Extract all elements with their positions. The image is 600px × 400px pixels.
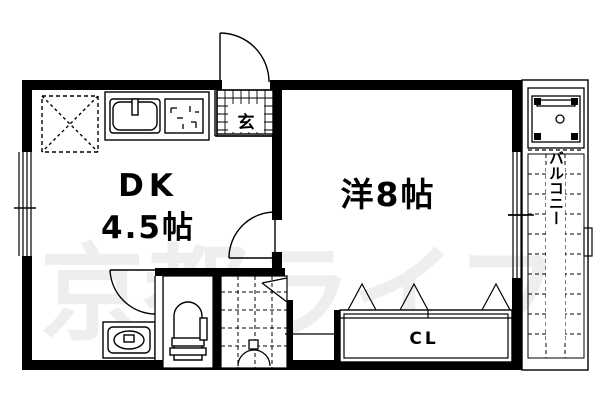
- washroom-door-swing: [237, 339, 271, 367]
- western-room-label: 洋8帖: [341, 175, 436, 214]
- entrance-label-plate: [228, 104, 264, 132]
- stove-burners: [170, 106, 199, 129]
- gas-stove: [164, 98, 204, 134]
- washer-drain-hole: [555, 114, 565, 124]
- washer-corner-tl: [534, 98, 541, 105]
- loft-diag-1: [41, 95, 99, 153]
- bath-door-swing: [109, 269, 156, 315]
- washer-corner-bl: [534, 133, 541, 140]
- dk-size-label: 4.5帖: [101, 210, 195, 246]
- wall-top-right: [270, 80, 522, 90]
- storage-loft-dashed-box: [41, 95, 99, 153]
- wall-closet-left: [334, 310, 342, 362]
- toilet-seat-1: [171, 337, 205, 347]
- sink-faucet: [131, 98, 139, 116]
- washroom-tiled-area: [220, 275, 288, 369]
- wall-left-upper: [22, 80, 32, 152]
- dk-label: DK: [118, 168, 178, 204]
- toilet-tank: [169, 347, 207, 356]
- balcony-tiles: バルコニー: [508, 151, 593, 359]
- toilet-paper-holder: [199, 317, 208, 341]
- closet-label: CL: [409, 329, 438, 349]
- balcony-label: バルコニー: [547, 151, 565, 226]
- hall-door-arc: [228, 211, 276, 259]
- kitchen-sink: [109, 98, 161, 134]
- entrance-door-arc: [219, 32, 270, 83]
- balcony-rail-detail: [583, 227, 593, 257]
- entrance-door-swing: [219, 32, 270, 83]
- wall-right-upper: [512, 80, 522, 152]
- wall-top-left: [22, 80, 222, 90]
- toilet: [162, 275, 214, 369]
- closet-inner: [343, 313, 509, 359]
- building-outline: [521, 79, 589, 371]
- washroom-folding-door: [261, 277, 288, 303]
- bathtub: [102, 321, 156, 359]
- left-wall-window: [14, 152, 36, 256]
- hall-wall-fill: [155, 276, 163, 360]
- entrance-label: 玄: [238, 112, 255, 133]
- kitchen-counter: [104, 91, 210, 141]
- closet-cl: CL: [339, 282, 513, 363]
- washer-corner-br: [571, 133, 578, 140]
- bath-door-arc: [109, 269, 156, 315]
- wall-left-lower: [22, 256, 32, 370]
- room-labels: DK 4.5帖 洋8帖: [101, 168, 436, 246]
- washing-machine-space: [527, 87, 585, 151]
- dk-to-hall-door-swing: [228, 211, 276, 259]
- wall-toilet-right: [213, 268, 221, 368]
- washer-corner-tr: [571, 98, 578, 105]
- loft-diag-2: [41, 95, 99, 153]
- washer-area: [527, 87, 585, 149]
- balcony-label-plate: [546, 168, 565, 343]
- bathtub-drain: [123, 334, 135, 343]
- washer-lid: [536, 99, 576, 107]
- balcony-outline: [521, 79, 589, 371]
- wall-dk-room-upper: [272, 80, 282, 220]
- entrance-area: 玄: [214, 32, 278, 137]
- washroom-outline: [220, 275, 288, 369]
- hall-details: [154, 276, 340, 360]
- stove-outline: [164, 98, 204, 134]
- closet-door-triangles: [347, 282, 511, 311]
- wall-right-lower: [512, 278, 522, 370]
- closet-outline: [339, 309, 513, 363]
- loft-rect: [41, 95, 99, 153]
